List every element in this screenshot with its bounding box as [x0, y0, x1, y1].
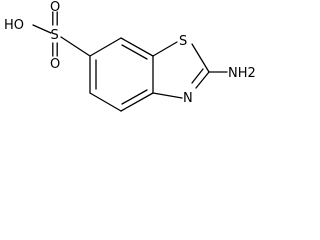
bond-thiazole-n-c3a	[152, 92, 183, 99]
atom-label-ring-nitrogen: N	[183, 91, 193, 106]
bond-ho-s	[32, 24, 52, 34]
atom-label-oxygen-upper: O	[50, 0, 60, 15]
bond-benzene-c7-c7a-inner	[121, 44, 148, 60]
bond-benzene-c3a-c4	[120, 92, 154, 112]
atom-label-hydroxyl: HO	[4, 18, 24, 33]
atom-labels: HO S O O S N NH2	[4, 0, 256, 106]
chemical-structure: HO S O O S N NH2	[4, 0, 256, 112]
atom-label-sulfonyl-sulfur: S	[51, 28, 59, 43]
bond-benzene-c3a-c4-inner	[121, 89, 148, 105]
bond-thiazole-c2-n-inner	[191, 68, 204, 84]
atom-label-oxygen-lower: O	[50, 57, 60, 72]
bond-thiazole-s-c2	[191, 43, 210, 73]
atom-label-amino: NH2	[228, 66, 256, 81]
bond-benzene-c7-c7a	[120, 37, 154, 57]
bond-thiazole-c2-n	[195, 71, 210, 89]
atom-label-ring-sulfur: S	[179, 34, 187, 49]
bond-thiazole-c7a-s	[152, 41, 178, 57]
bond-benzene-c4-c5	[89, 92, 122, 112]
bond-s-ring	[60, 36, 91, 57]
bonds	[32, 11, 228, 112]
bond-benzene-c6-c7	[89, 37, 122, 57]
